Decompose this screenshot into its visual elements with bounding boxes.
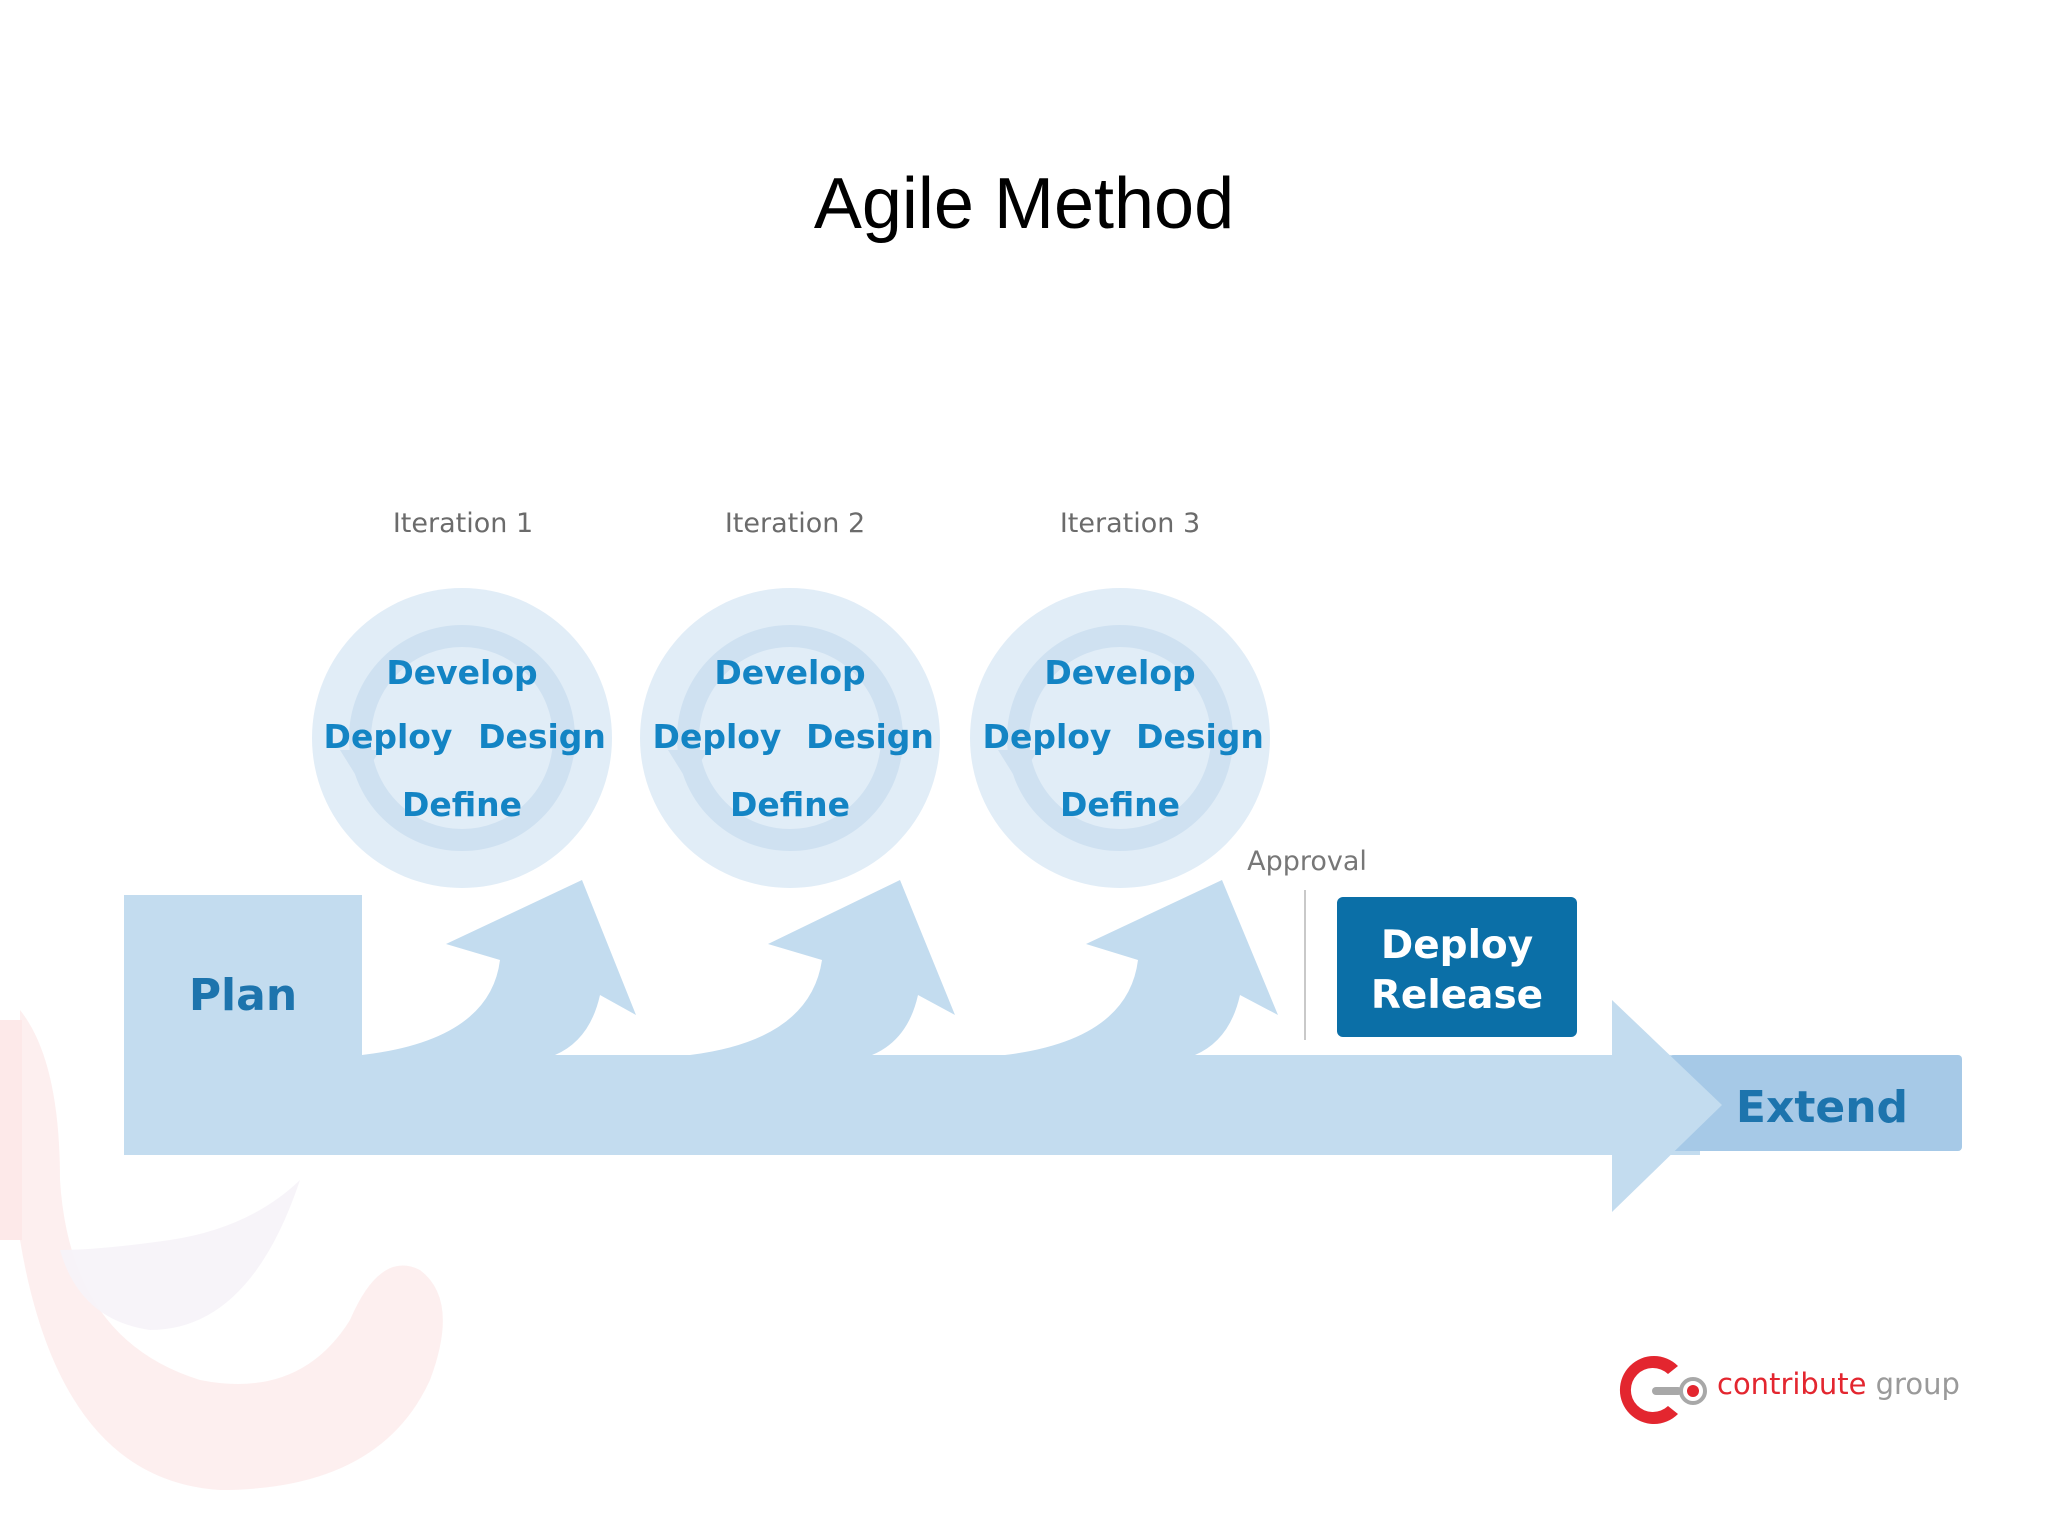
- background-swirl-inner: [60, 1180, 300, 1330]
- background-swirl-arc: [20, 1010, 443, 1490]
- iteration-arrow-3: [1005, 880, 1278, 1055]
- extend-bar: [1670, 1055, 1962, 1151]
- iteration-2-cycle-ring: [677, 625, 903, 851]
- iteration-3-cycle-ring: [1007, 625, 1233, 851]
- iteration-cycles: [312, 588, 1270, 888]
- iteration-2-develop: Develop: [714, 653, 865, 692]
- final-arrow-head: [1612, 1000, 1722, 1212]
- plan-block: [124, 895, 1700, 1155]
- iteration-1-label: Iteration 1: [393, 508, 533, 539]
- contribute-group-logo: [1619, 1356, 1707, 1424]
- iteration-2-design: Design: [806, 717, 934, 756]
- logo-word-contribute: contribute: [1717, 1367, 1867, 1401]
- iteration-1-cycle-arrowhead: [340, 750, 380, 782]
- logo-wordmark: contribute group: [1717, 1370, 1960, 1399]
- logo-word-group: group: [1875, 1367, 1960, 1401]
- release-box-line2: Release: [1371, 973, 1543, 1018]
- approval-label: Approval: [1247, 846, 1367, 877]
- iteration-1-cycle-ring: [349, 625, 575, 851]
- iteration-1-define: Define: [402, 785, 522, 824]
- plan-label: Plan: [189, 970, 297, 1021]
- deploy-release-box: [1337, 897, 1577, 1037]
- iteration-2-cycle-arrowhead: [668, 750, 708, 782]
- iteration-3-label: Iteration 3: [1060, 508, 1200, 539]
- background-swirl-edge: [0, 1020, 22, 1240]
- logo-c-mark: [1619, 1356, 1678, 1424]
- iteration-3-cycle-arrowhead: [998, 750, 1038, 782]
- logo-link-dot: [1687, 1385, 1699, 1397]
- iteration-3-design: Design: [1136, 717, 1264, 756]
- iteration-2-label: Iteration 2: [725, 508, 865, 539]
- iteration-3-develop: Develop: [1044, 653, 1195, 692]
- iteration-3-deploy: Deploy: [983, 717, 1112, 756]
- logo-link-bar: [1652, 1387, 1682, 1395]
- iteration-3-define: Define: [1060, 785, 1180, 824]
- iteration-2-deploy: Deploy: [653, 717, 782, 756]
- iteration-arrow-2: [690, 880, 955, 1055]
- extend-label: Extend: [1736, 1082, 1908, 1133]
- release-box-line1: Deploy: [1381, 923, 1533, 968]
- iteration-1-deploy: Deploy: [324, 717, 453, 756]
- iteration-2-define: Define: [730, 785, 850, 824]
- slide-title: Agile Method: [813, 164, 1235, 244]
- iteration-1-develop: Develop: [386, 653, 537, 692]
- iteration-arrow-1: [362, 880, 636, 1055]
- iteration-1-design: Design: [478, 717, 606, 756]
